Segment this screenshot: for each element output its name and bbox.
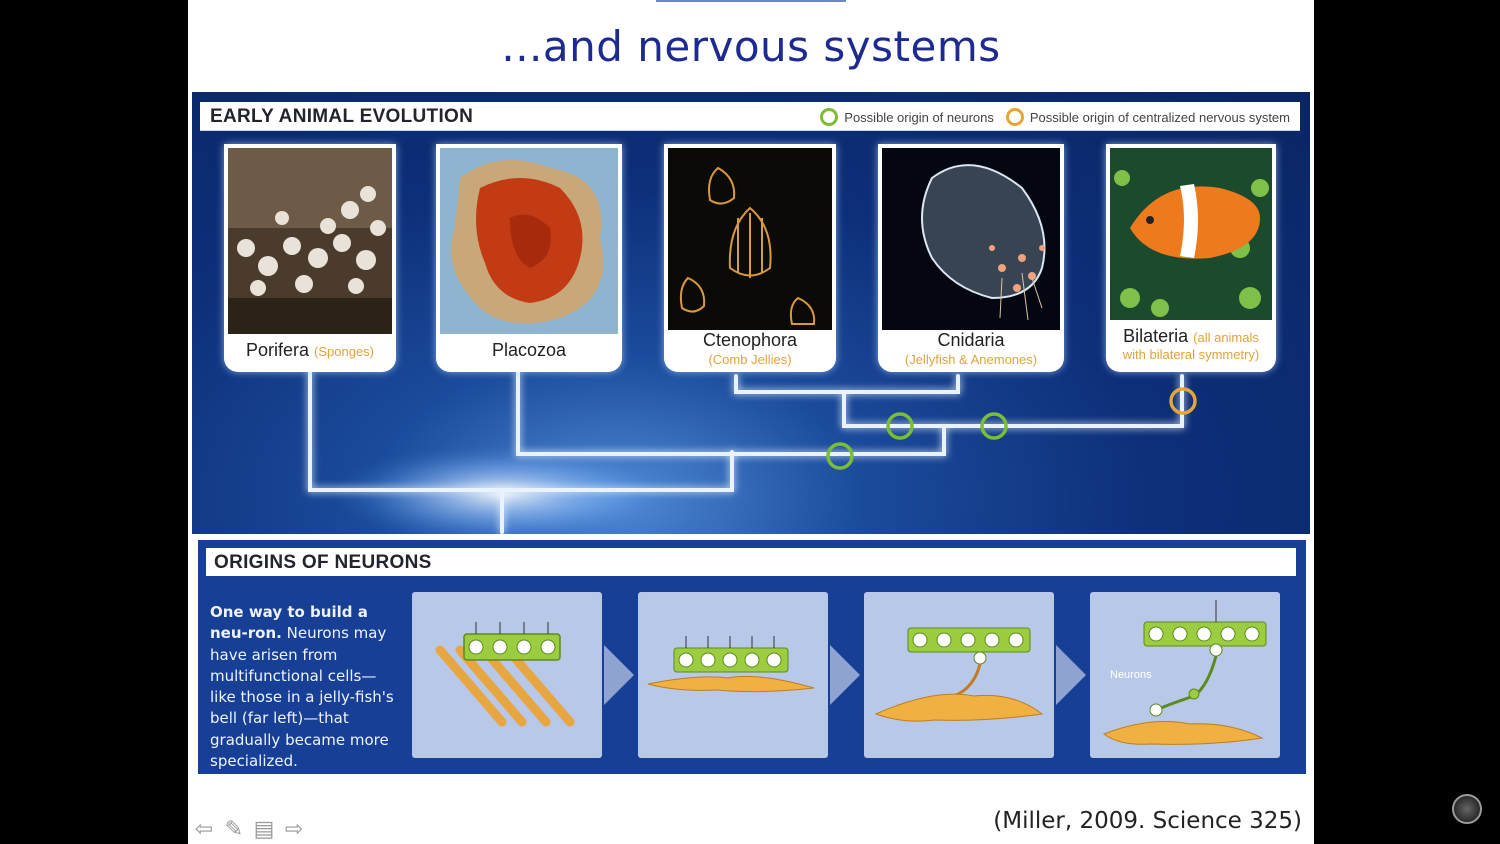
- arrow-right-icon[interactable]: ⇨: [284, 816, 304, 841]
- taxon-card-placozoa: Placozoa: [436, 144, 622, 372]
- settings-gear-icon[interactable]: [1452, 794, 1482, 824]
- taxon-label: Placozoa: [491, 340, 567, 360]
- green-circle-icon: [820, 108, 839, 126]
- evolution-header-bar: EARLY ANIMAL EVOLUTION Possible origin o…: [200, 102, 1300, 131]
- pen-icon[interactable]: ✎: [224, 816, 244, 841]
- step-arrow: [604, 645, 634, 705]
- clownfish-photo: [1110, 148, 1272, 320]
- neuron-step-3: [864, 592, 1054, 758]
- caption-body: Neurons may have arisen from multifuncti…: [210, 624, 394, 771]
- neuron-step-2: [638, 592, 828, 758]
- arrow-left-icon[interactable]: ⇦: [194, 816, 214, 841]
- neurons-title: ORIGINS OF NEURONS: [214, 552, 432, 573]
- caption-lead: One way to build a neu-ron.: [210, 603, 368, 643]
- taxon-common-name: (Comb Jellies): [708, 352, 792, 367]
- taxon-label: Ctenophora: [702, 330, 798, 350]
- legend: Possible origin of neurons Possible orig…: [808, 108, 1290, 126]
- comb-jelly-photo: [668, 148, 832, 330]
- neurons-figure: ORIGINS OF NEURONS One way to build a ne…: [198, 540, 1306, 774]
- legend-neurons: Possible origin of neurons: [844, 109, 994, 125]
- placozoa-photo: [440, 148, 618, 334]
- sponge-photo: [228, 148, 392, 334]
- taxon-card-porifera: Porifera (Sponges): [224, 144, 396, 372]
- phylogenetic-tree: [308, 370, 1197, 534]
- step-arrow: [1056, 645, 1086, 705]
- legend-centralized: Possible origin of centralized nervous s…: [1029, 109, 1290, 125]
- step-arrow: [830, 645, 860, 705]
- neurons-label: Neurons: [1110, 669, 1152, 681]
- taxon-common-name: with bilateral symmetry): [1122, 347, 1260, 362]
- top-accent-bar: [656, 0, 846, 2]
- neurons-header-bar: ORIGINS OF NEURONS: [206, 548, 1296, 576]
- slide-nav: ⇦ ✎ ▤ ⇨: [192, 818, 306, 840]
- taxon-label: Cnidaria: [937, 330, 1005, 350]
- taxon-card-bilateria: Bilateria (all animals with bilateral sy…: [1106, 144, 1276, 372]
- slide: ...and nervous systems: [188, 0, 1314, 844]
- taxon-card-ctenophora: Ctenophora (Comb Jellies): [664, 144, 836, 372]
- neurons-caption: One way to build a neu-ron. Neurons may …: [210, 602, 400, 772]
- taxon-label: Bilateria (all animals: [1123, 326, 1259, 346]
- citation: (Miller, 2009. Science 325): [993, 808, 1302, 834]
- jellyfish-photo: [882, 148, 1060, 330]
- taxon-label: Porifera (Sponges): [245, 340, 375, 360]
- neuron-step-4: Neurons: [1090, 592, 1280, 758]
- neuron-step-1: [412, 592, 602, 758]
- orange-circle-icon: [1005, 108, 1024, 126]
- taxon-common-name: (Jellyfish & Anemones): [904, 352, 1038, 367]
- evolution-figure: EARLY ANIMAL EVOLUTION Possible origin o…: [192, 92, 1310, 534]
- evolution-title: EARLY ANIMAL EVOLUTION: [210, 106, 474, 127]
- slide-title: ...and nervous systems: [501, 22, 1001, 71]
- taxon-card-cnidaria: Cnidaria (Jellyfish & Anemones): [878, 144, 1064, 372]
- menu-icon[interactable]: ▤: [253, 816, 275, 841]
